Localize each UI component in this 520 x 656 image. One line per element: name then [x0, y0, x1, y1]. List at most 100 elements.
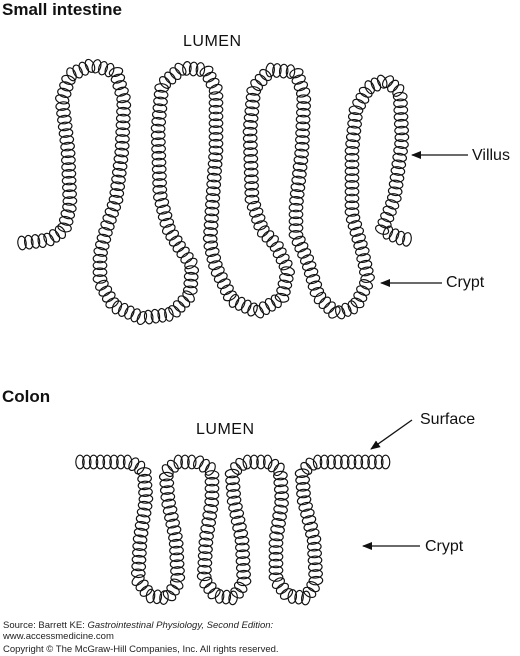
- epithelial-cell: [313, 291, 327, 305]
- epithelial-cell: [57, 87, 72, 98]
- copyright-line: Copyright © The McGraw-Hill Companies, I…: [3, 644, 279, 655]
- epithelial-cell: [387, 186, 403, 197]
- epithelial-cell: [326, 454, 336, 470]
- epithelial-cell: [295, 128, 310, 138]
- epithelial-cell: [115, 120, 131, 131]
- epithelial-cell: [258, 301, 271, 316]
- epithelial-cell: [92, 260, 108, 271]
- epithelial-cell: [208, 83, 223, 95]
- epithelial-cell: [242, 133, 258, 144]
- epithelial-cell: [346, 454, 357, 470]
- epithelial-cell: [303, 521, 318, 532]
- epithelial-cell: [159, 217, 175, 228]
- epithelial-cell: [61, 74, 76, 85]
- epithelial-cell: [143, 309, 154, 325]
- epithelial-cell: [172, 241, 186, 253]
- epithelial-cell: [225, 482, 241, 492]
- epithelial-cell: [377, 218, 392, 229]
- epithelial-cell: [273, 484, 289, 494]
- epithelial-cell: [303, 267, 319, 278]
- epithelial-cell: [205, 247, 220, 257]
- epithelial-cell: [359, 279, 373, 290]
- epithelial-cell: [187, 454, 197, 470]
- epithelial-cell: [169, 559, 185, 569]
- epithelial-cell: [112, 80, 127, 91]
- epithelial-cell: [234, 296, 246, 311]
- epithelial-cell: [207, 166, 222, 176]
- source-prefix: Source: Barrett KE:: [3, 620, 88, 631]
- epithelial-cell: [344, 186, 360, 197]
- epithelial-cell: [302, 586, 317, 599]
- epithelial-cell: [66, 67, 77, 82]
- epithelial-cell: [244, 187, 260, 198]
- epithelial-cell: [345, 213, 361, 224]
- epithelial-cell: [183, 278, 199, 289]
- epithelial-cell: [122, 454, 133, 470]
- epithelial-cell: [352, 98, 366, 110]
- epithelial-cell: [280, 266, 295, 277]
- epithelial-cell: [109, 188, 125, 198]
- epithelial-cell: [165, 229, 180, 241]
- epithelial-cell: [307, 555, 323, 566]
- epithelial-cell: [205, 193, 221, 203]
- epithelial-cell: [334, 305, 346, 320]
- epithelial-cell: [307, 548, 322, 559]
- epithelial-cell: [292, 162, 308, 172]
- epithelial-cell: [134, 521, 150, 531]
- epithelial-cell: [192, 455, 205, 470]
- epithelial-cell: [128, 457, 140, 472]
- epithelial-cell: [273, 477, 289, 488]
- epithelial-cell: [176, 246, 190, 259]
- epithelial-cell: [204, 206, 220, 217]
- epithelial-cell: [242, 454, 253, 470]
- epithelial-cell: [203, 582, 217, 594]
- epithelial-cell: [133, 527, 149, 538]
- epithelial-cell: [162, 589, 177, 602]
- epithelial-cell: [151, 110, 167, 120]
- epithelial-cell: [394, 125, 409, 136]
- epithelial-cell: [358, 86, 373, 98]
- epithelial-cell: [55, 94, 70, 105]
- epithelial-cell: [299, 254, 315, 265]
- epithelial-cell: [356, 285, 371, 296]
- epithelial-cell: [208, 104, 224, 115]
- epithelial-cell: [153, 89, 169, 100]
- epithelial-cell: [102, 454, 112, 470]
- epithelial-cell: [62, 196, 78, 206]
- epithelial-cell: [253, 304, 265, 319]
- epithelial-cell: [169, 67, 182, 81]
- epithelial-cell: [289, 189, 305, 199]
- epithelial-cell: [296, 495, 312, 506]
- epithelial-cell: [272, 511, 287, 522]
- epithelial-cell: [151, 144, 166, 154]
- epithelial-cell: [221, 589, 232, 605]
- epithelial-cell: [210, 266, 225, 277]
- epithelial-cell: [208, 118, 224, 128]
- epithelial-cell: [57, 222, 72, 233]
- epithelial-cell: [164, 307, 174, 322]
- epithelial-cell: [110, 181, 126, 192]
- epithelial-cell: [245, 92, 261, 103]
- epithelial-cell: [351, 233, 366, 244]
- epithelial-cell: [266, 235, 279, 248]
- epithelial-cell: [152, 184, 168, 195]
- epithelial-cell: [390, 166, 406, 176]
- epithelial-cell: [204, 213, 219, 224]
- epithelial-cell: [114, 147, 130, 158]
- epithelial-cell: [172, 300, 186, 313]
- epithelial-cell: [61, 162, 76, 172]
- epithelial-cell: [291, 175, 307, 186]
- epithelial-cell: [130, 568, 146, 579]
- epithelial-cell: [308, 569, 323, 579]
- epithelial-cell: [268, 538, 284, 548]
- epithelial-cell: [389, 172, 405, 183]
- epithelial-cell: [253, 220, 268, 231]
- epithelial-cell: [240, 299, 252, 314]
- epithelial-cell: [97, 60, 109, 76]
- epithelial-cell: [244, 174, 259, 184]
- epithelial-cell: [78, 61, 90, 76]
- epithelial-cell: [204, 490, 220, 501]
- epithelial-cell: [183, 271, 199, 282]
- epithelial-cell: [132, 541, 148, 551]
- epithelial-cell: [230, 515, 246, 526]
